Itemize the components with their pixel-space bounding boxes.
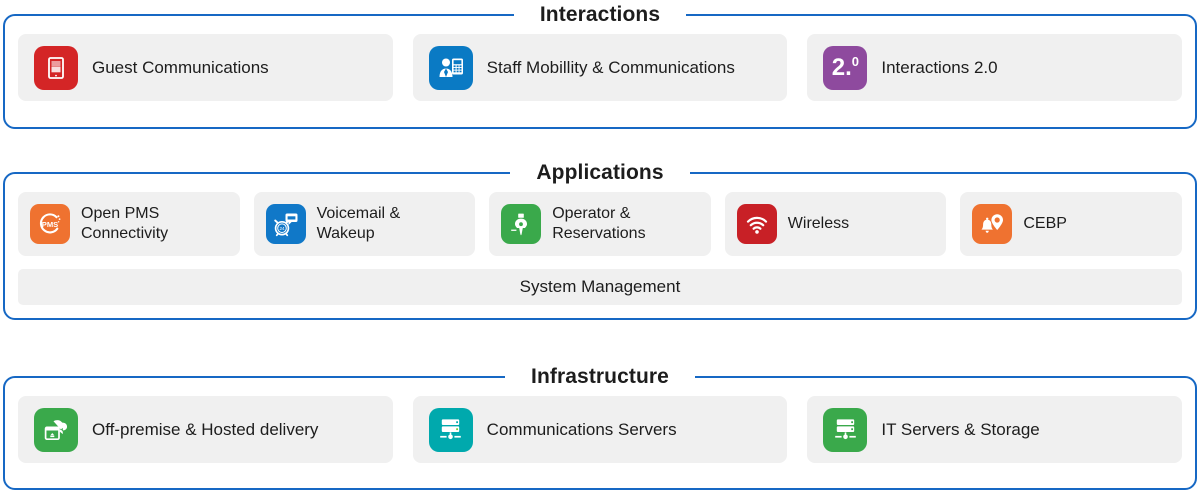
card-voicemail-wakeup[interactable]: 24 Voicemail & Wakeup: [253, 192, 476, 256]
card-label: Guest Communications: [92, 58, 269, 77]
two-point-zero-icon: 2.0: [823, 45, 868, 90]
card-label: Operator & Reservations: [552, 205, 646, 242]
bell-location-icon: [972, 204, 1013, 244]
two-point-zero-sup: 0: [851, 53, 859, 69]
card-label: CEBP: [1023, 215, 1067, 232]
section-body-interactions: Guest Communications: [5, 16, 1195, 114]
person-mobile-icon: [428, 45, 473, 90]
section-body-infrastructure: Off-premise & Hosted delivery Com: [5, 378, 1195, 476]
card-label: Wireless: [787, 215, 850, 232]
card-it-servers-storage[interactable]: IT Servers & Storage: [807, 396, 1183, 463]
card-label: Off-premise & Hosted delivery: [92, 420, 319, 439]
server-rack-icon: [428, 407, 473, 452]
system-management-bar[interactable]: System Management: [18, 269, 1182, 305]
card-label: Staff Mobillity & Communications: [486, 58, 735, 77]
cloud-window-icon: [34, 407, 78, 452]
card-off-premise-hosted-delivery[interactable]: Off-premise & Hosted delivery: [18, 396, 393, 463]
card-communications-servers[interactable]: Communications Servers: [412, 396, 788, 463]
card-staff-mobility[interactable]: Staff Mobillity & Communications: [412, 34, 788, 101]
card-operator-reservations[interactable]: Operator & Reservations: [489, 192, 711, 256]
section-infrastructure: Infrastructure Off-premise & Hosted deli…: [3, 365, 1197, 490]
card-label: IT Servers & Storage: [881, 420, 1040, 439]
svg-text:24: 24: [279, 226, 285, 231]
card-open-pms-connectivity[interactable]: PMS Open PMS Connectivity: [18, 192, 240, 256]
wifi-icon: [736, 204, 777, 244]
card-cebp[interactable]: CEBP: [960, 192, 1182, 256]
card-label: Communications Servers: [486, 420, 677, 439]
headset-operator-icon: [501, 204, 542, 244]
card-label: Interactions 2.0: [881, 58, 998, 77]
section-interactions: Interactions Guest Communications: [3, 3, 1197, 129]
alarm-message-icon: 24: [265, 204, 306, 244]
card-label: Voicemail & Wakeup: [316, 205, 401, 242]
pms-circle-icon: PMS: [30, 204, 70, 244]
card-wireless[interactable]: Wireless: [724, 192, 947, 256]
server-storage-icon: [823, 407, 868, 452]
card-label: Open PMS Connectivity: [81, 205, 169, 242]
two-point-zero-number: 2: [831, 53, 846, 81]
card-guest-communications[interactable]: Guest Communications: [18, 34, 393, 101]
svg-text:PMS: PMS: [42, 220, 58, 229]
section-body-applications: PMS Open PMS Connectivity: [5, 174, 1195, 256]
card-interactions-two-zero[interactable]: 2.0 Interactions 2.0: [807, 34, 1183, 101]
system-management-label: System Management: [519, 277, 681, 296]
section-applications: Applications PMS Open PMS Connectivity: [3, 161, 1197, 320]
tablet-icon: [34, 45, 78, 90]
